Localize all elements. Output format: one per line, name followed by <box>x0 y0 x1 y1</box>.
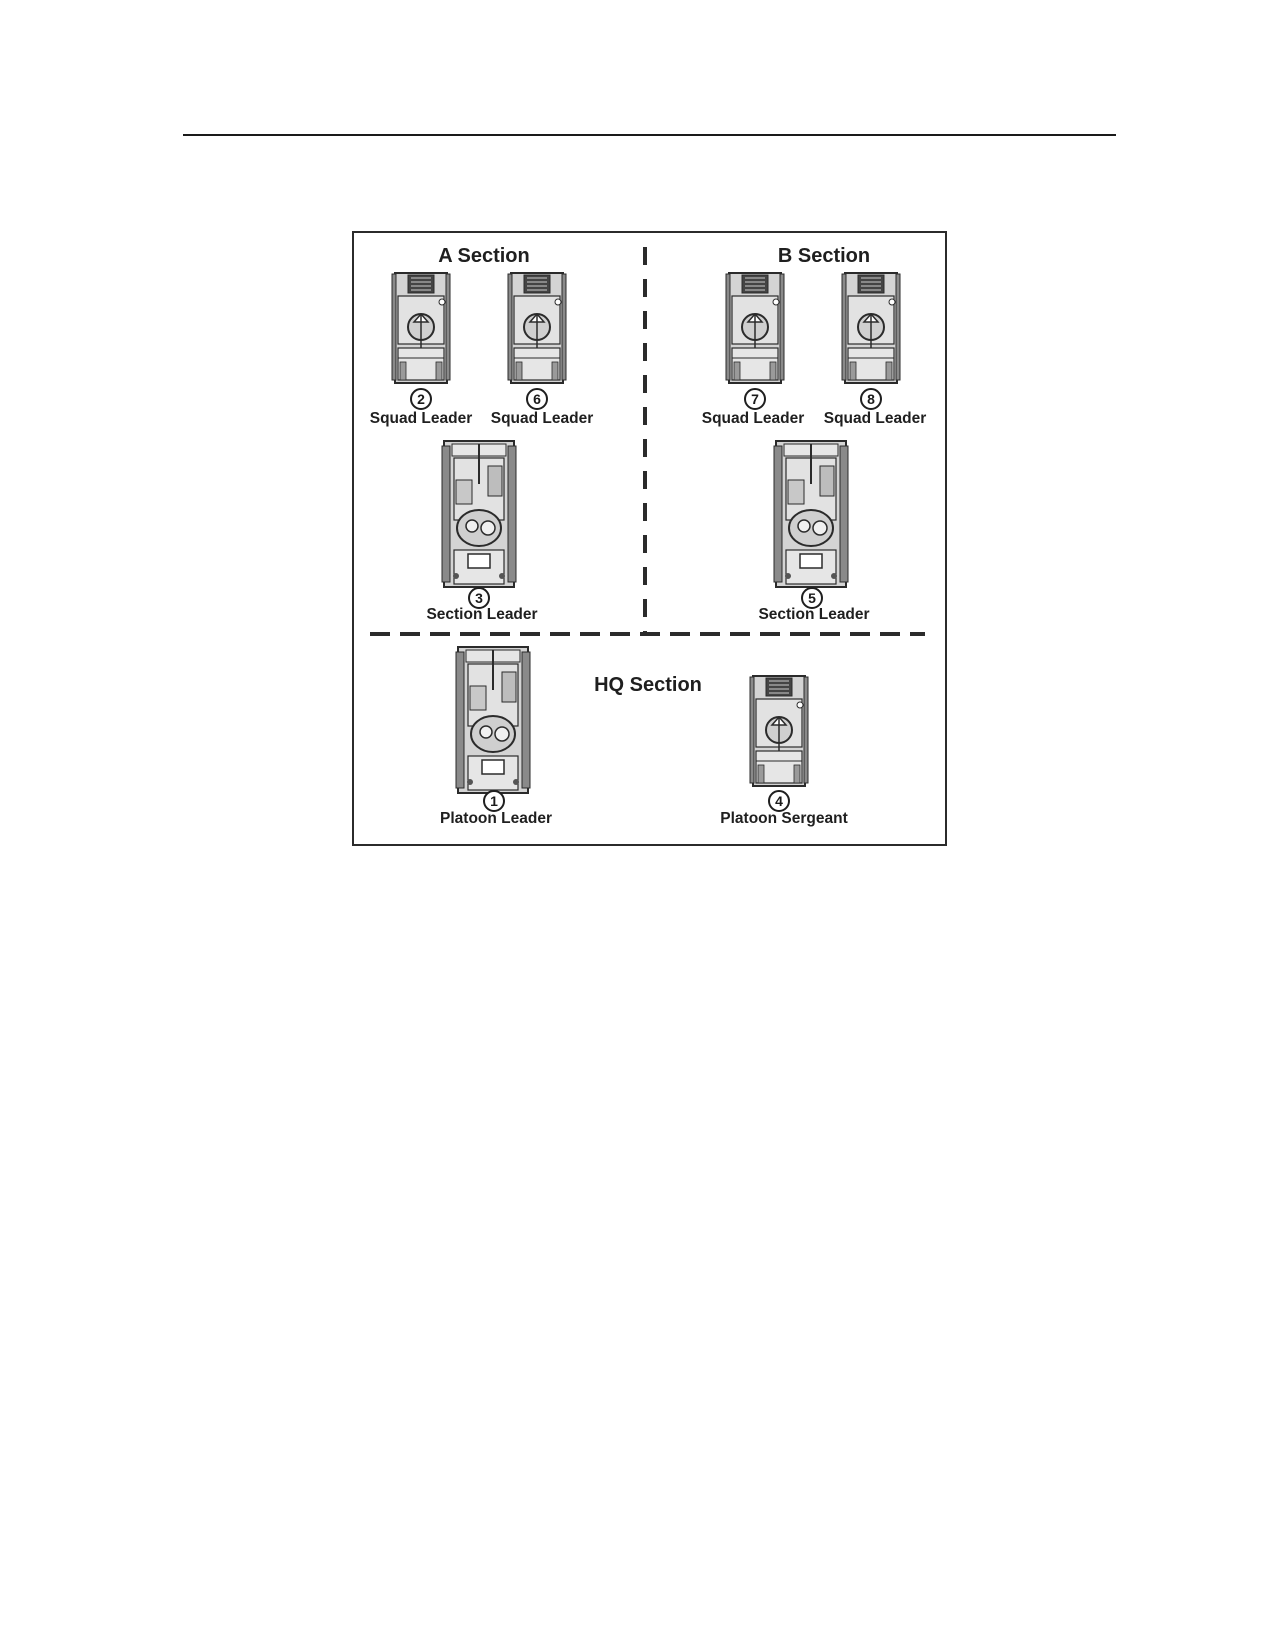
tank-5-icon <box>773 440 849 588</box>
vehicle-number-4: 4 <box>768 790 790 812</box>
tank-1-icon <box>455 646 531 794</box>
squad-vehicle-7-icon <box>725 272 785 384</box>
vehicle-number-2: 2 <box>410 388 432 410</box>
vehicle-number-6: 6 <box>526 388 548 410</box>
vehicle-number-8: 8 <box>860 388 882 410</box>
page-header-rule <box>183 134 1116 136</box>
vehicle-label-2: Squad Leader <box>369 410 473 427</box>
vehicle-label-7: Squad Leader <box>701 410 805 427</box>
vehicle-number-5: 5 <box>801 587 823 609</box>
section-title-b: B Section <box>777 245 871 267</box>
squad-vehicle-6-icon <box>507 272 567 384</box>
vehicle-label-8: Squad Leader <box>823 410 927 427</box>
vehicle-label-6: Squad Leader <box>490 410 594 427</box>
vehicle-label-4: Platoon Sergeant <box>720 810 848 827</box>
vehicle-number-3: 3 <box>468 587 490 609</box>
section-title-hq: HQ Section <box>594 674 702 696</box>
tank-3-icon <box>441 440 517 588</box>
vehicle-label-1: Platoon Leader <box>440 810 552 827</box>
figure-frame <box>352 231 947 846</box>
squad-vehicle-8-icon <box>841 272 901 384</box>
squad-vehicle-2-icon <box>391 272 451 384</box>
vehicle-number-7: 7 <box>744 388 766 410</box>
squad-vehicle-4-icon <box>749 675 809 787</box>
vehicle-label-3: Section Leader <box>426 606 538 623</box>
vehicle-number-1: 1 <box>483 790 505 812</box>
section-title-a: A Section <box>438 245 530 267</box>
vehicle-label-5: Section Leader <box>758 606 870 623</box>
